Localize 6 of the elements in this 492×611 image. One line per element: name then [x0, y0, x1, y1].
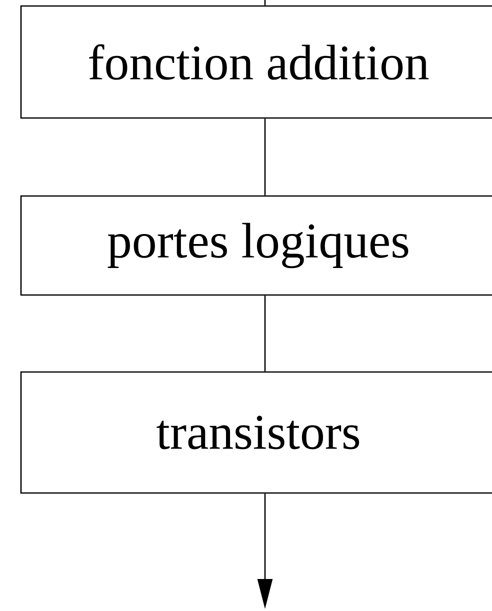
- process-box: portes logiques: [20, 195, 492, 296]
- connector-line: [264, 0, 266, 6]
- connector-line: [264, 296, 266, 372]
- process-box: fonction addition: [20, 5, 492, 119]
- process-box: transistors: [20, 371, 492, 494]
- connector-line: [264, 118, 266, 196]
